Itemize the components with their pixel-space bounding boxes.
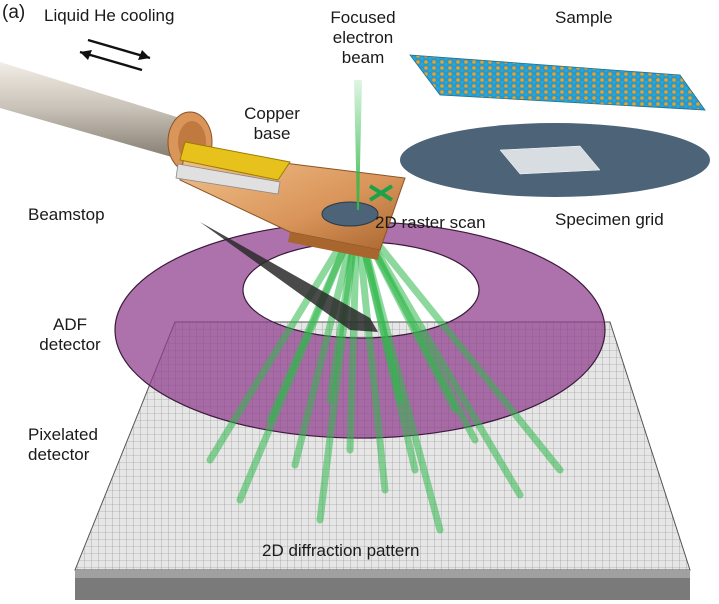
cooling-label: Liquid He cooling [44,6,175,25]
specimen-grid [400,123,710,197]
beam-label: Focused electron beam [318,8,408,68]
copper-label-line2: base [253,124,291,143]
copper-base [175,141,406,260]
panel-label: (a) [2,2,26,23]
pixelated-label: Pixelated detector [28,425,98,465]
diffracted-beam-ray [353,214,389,494]
diffraction-label: 2D diffraction pattern [262,541,420,560]
pixelated-label-line2: detector [28,445,90,464]
adf-detector [114,221,606,439]
beamstop-label: Beamstop [28,205,105,224]
cryo-holder-rod [0,62,213,173]
cooling-double-arrow-icon [79,38,151,72]
beam-label-line3: beam [341,48,385,67]
copper-label: Copper base [232,104,312,144]
sample-monolayer [409,54,706,111]
specimen-grid-label: Specimen grid [555,210,664,229]
beamstop [200,222,378,332]
diffracted-beam-ray [206,214,361,464]
adf-label: ADF detector [20,315,120,355]
raster-label: 2D raster scan [375,213,486,232]
specimen-hole [321,201,379,227]
sample-label: Sample [555,8,613,27]
diffracted-beam-ray [346,214,361,454]
pixelated-label-line1: Pixelated [28,425,98,444]
adf-label-line1: ADF [53,315,87,334]
gold-clip [179,141,291,181]
diffracted-beam-ray [353,214,564,474]
raster-scan-arrows-icon [368,184,394,202]
adf-label-line2: detector [39,335,101,354]
diffracted-beam-ray [291,214,361,469]
copper-label-line1: Copper [244,104,300,123]
beam-label-line2: electron [332,28,394,47]
beam-label-line1: Focused [330,8,396,27]
focused-electron-beam [354,80,362,210]
